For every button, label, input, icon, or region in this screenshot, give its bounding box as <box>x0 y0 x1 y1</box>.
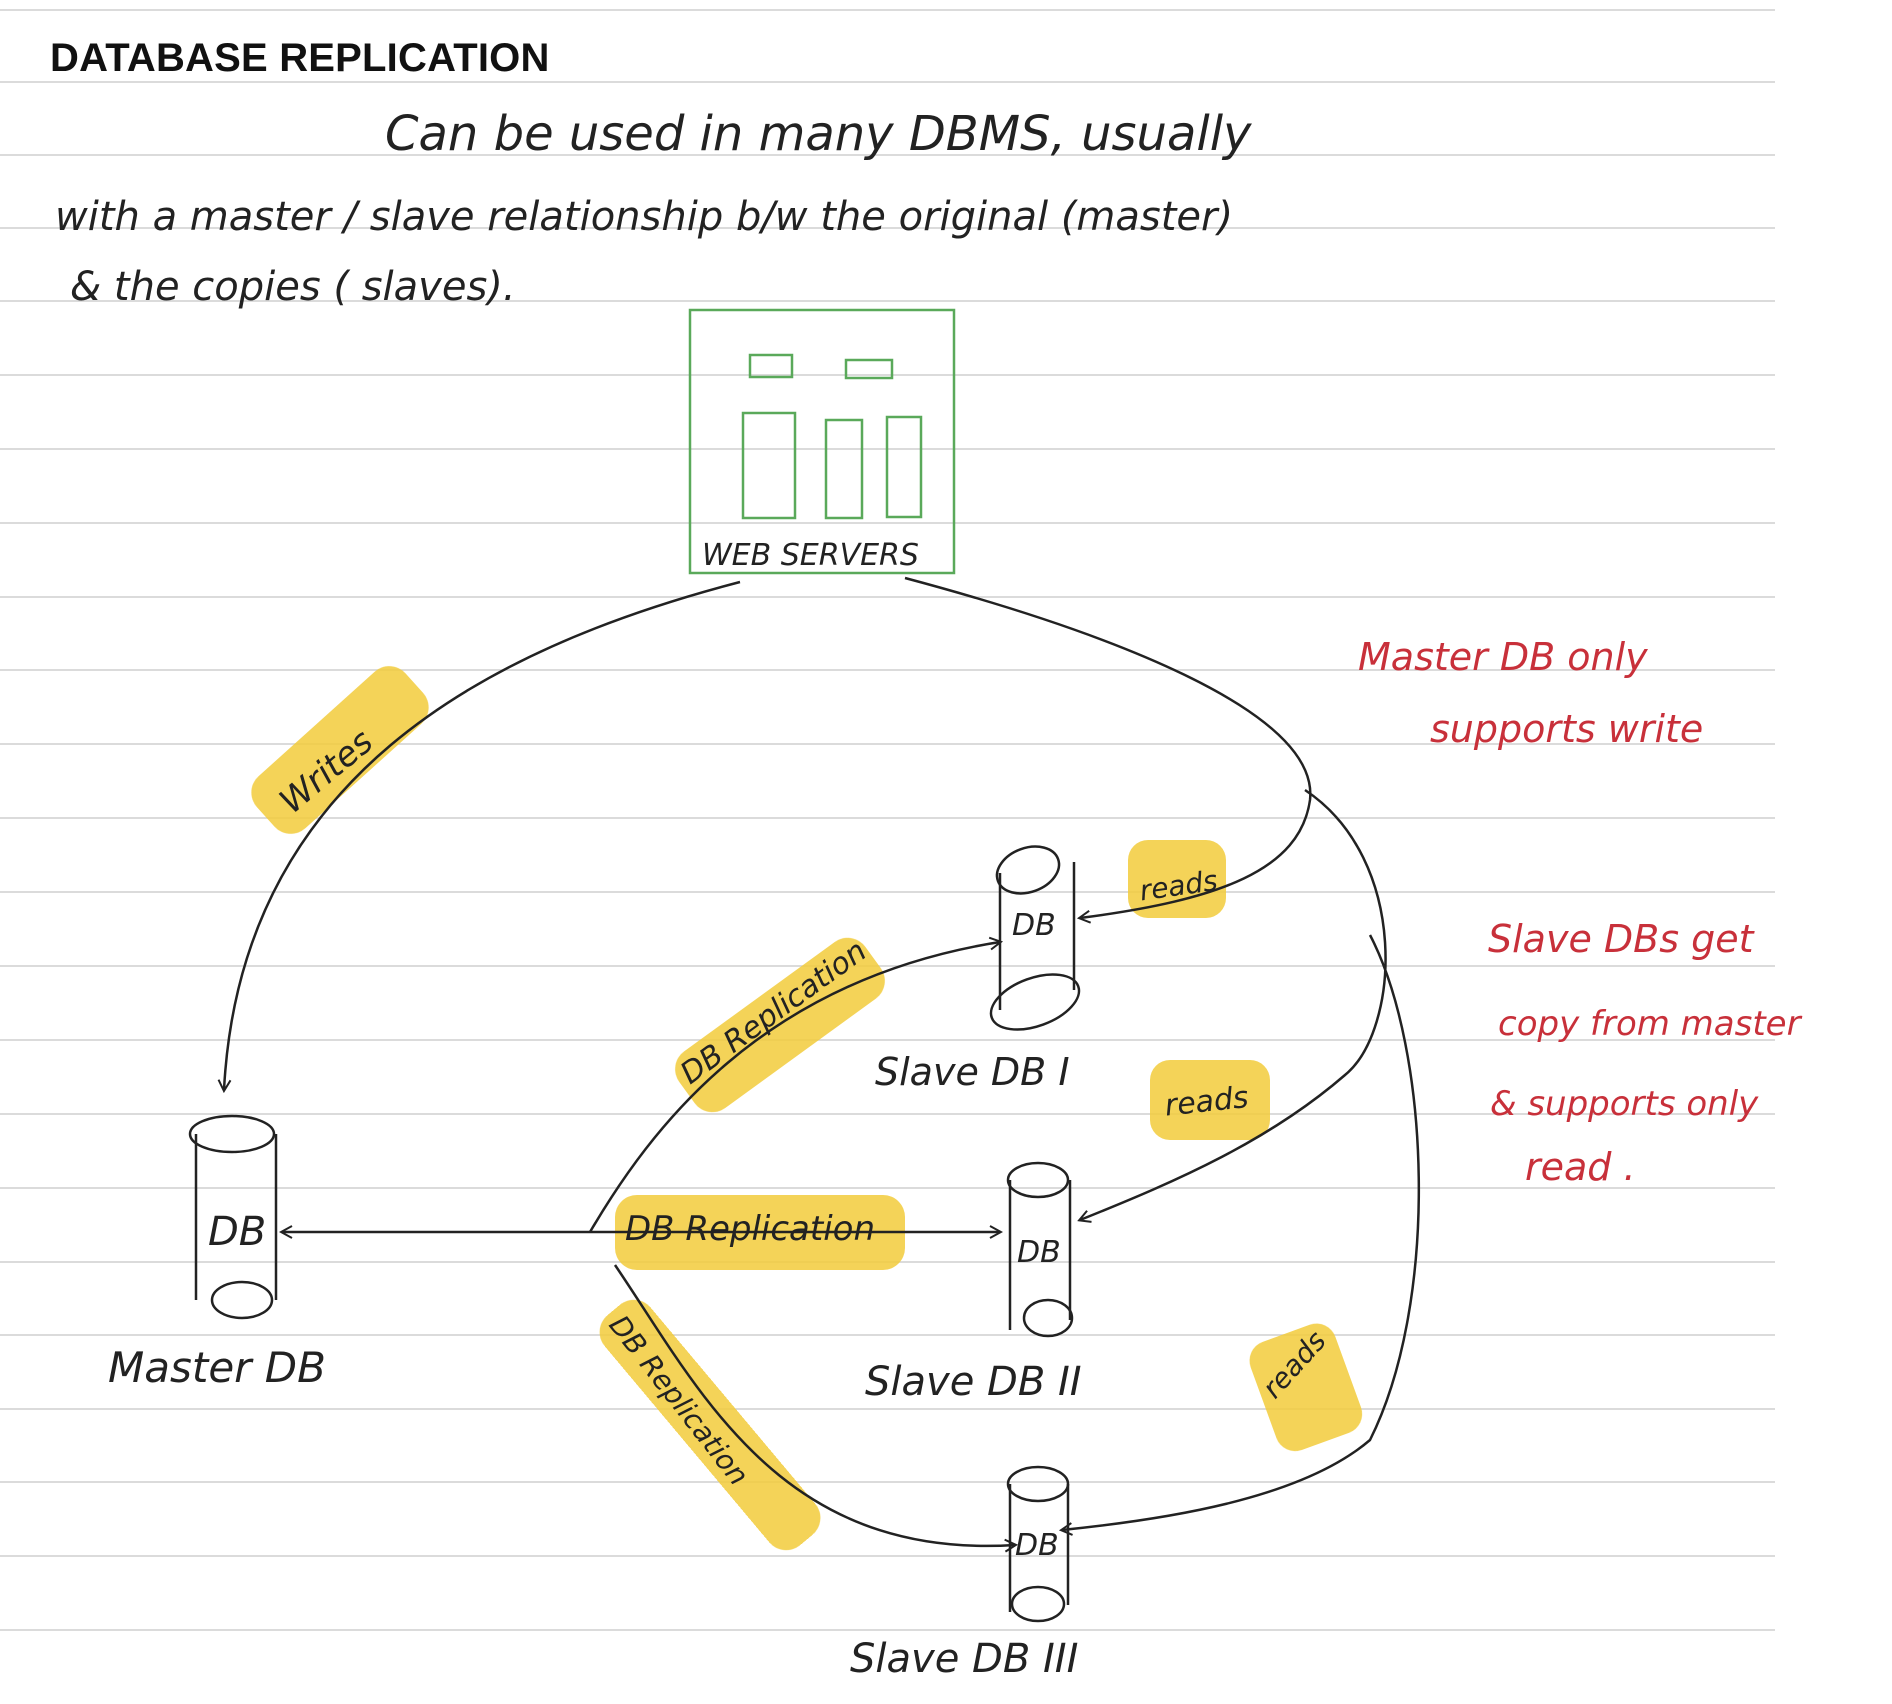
intro-text: Can be used in many DBMS, usually with a… <box>55 106 1252 310</box>
master-db-node <box>188 1114 278 1320</box>
slave-db-1-cylinder-text: DB <box>1012 908 1056 943</box>
edge-reads-1 <box>904 576 1312 918</box>
note-slave-line-4: read . <box>1525 1145 1636 1189</box>
server-top-2 <box>844 358 894 380</box>
server-tower-1 <box>741 411 797 520</box>
slave-db-3-caption: Slave DB III <box>850 1636 1078 1682</box>
slave-db-2-cylinder-text: DB <box>1017 1235 1061 1270</box>
label-replication-3: DB Replication <box>602 1309 755 1492</box>
highlight-replication-3 <box>599 1299 821 1551</box>
highlight-reads-1 <box>1128 840 1226 918</box>
edge-writes <box>224 580 741 1090</box>
edge-reads-3 <box>1062 934 1420 1530</box>
connections <box>224 576 1420 1546</box>
intro-line-1: Can be used in many DBMS, usually <box>385 106 1252 162</box>
web-servers-box <box>688 308 956 575</box>
slave-db-1-caption: Slave DB I <box>875 1050 1070 1094</box>
intro-line-3: & the copies ( slaves). <box>70 264 516 310</box>
server-tower-2 <box>824 418 864 520</box>
highlight-reads-3 <box>1249 1323 1363 1452</box>
server-tower-3 <box>885 415 923 519</box>
note-master-line-2: supports write <box>1430 707 1703 751</box>
side-notes: Master DB only supports write Slave DBs … <box>1358 635 1803 1189</box>
label-reads-2: reads <box>1163 1080 1250 1124</box>
ruled-lines <box>0 9 1775 1631</box>
master-db-cylinder-text: DB <box>208 1209 266 1255</box>
slave-db-2-caption: Slave DB II <box>865 1359 1082 1405</box>
note-slave-line-1: Slave DBs get <box>1488 917 1756 961</box>
master-db-bottom <box>210 1280 274 1320</box>
slave-db-1-node <box>989 845 1081 1031</box>
master-db-top <box>188 1114 276 1154</box>
note-master-line-1: Master DB only <box>1358 635 1648 679</box>
highlight-reads-2 <box>1150 1060 1270 1140</box>
edge-labels: Writes reads reads reads DB Replication … <box>272 722 1332 1492</box>
note-slave-line-2: copy from master <box>1498 1004 1803 1044</box>
slave-db-3-node <box>1006 1465 1070 1623</box>
edge-replication-1 <box>588 942 1000 1233</box>
edge-reads-2 <box>1080 788 1387 1220</box>
server-top-1 <box>748 353 794 379</box>
highlight-writes <box>251 666 429 834</box>
master-db-caption: Master DB <box>108 1343 326 1392</box>
edge-replication-3 <box>613 1264 1015 1546</box>
intro-line-2: with a master / slave relationship b/w t… <box>55 194 1233 240</box>
note-slave-line-3: & supports only <box>1490 1084 1759 1124</box>
label-replication-2: DB Replication <box>625 1209 875 1249</box>
slave-db-3-cylinder-text: DB <box>1015 1528 1059 1563</box>
slave-db-2-node <box>1006 1161 1074 1338</box>
web-servers-node: WEB SERVERS <box>688 308 956 575</box>
page-title: DATABASE REPLICATION <box>50 36 550 80</box>
web-servers-label: WEB SERVERS <box>702 538 919 573</box>
